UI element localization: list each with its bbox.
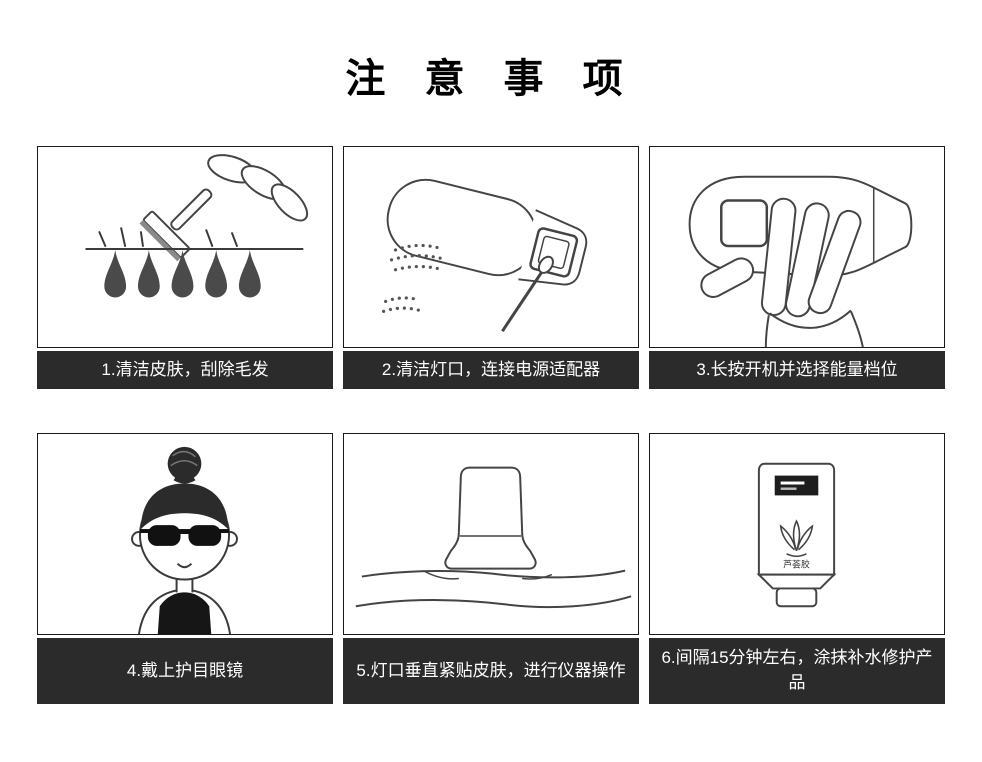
goggles: [139, 525, 230, 546]
step-2-illustration-box: [343, 146, 639, 348]
tube-brand-label: [774, 475, 819, 496]
moisturizer-tube-icon: 芦荟胶: [756, 462, 837, 608]
power-button: [720, 199, 769, 248]
step-3-caption: 3.长按开机并选择能量档位: [649, 351, 945, 389]
shoulder-right: [192, 589, 232, 634]
smile: [176, 562, 193, 569]
girl-wearing-goggles-icon: [131, 446, 238, 634]
step-3-illustration-box: [649, 146, 945, 348]
step-panel-4: 4.戴上护目眼镜: [37, 433, 333, 704]
step-1-caption: 1.清洁皮肤，刮除毛发: [37, 351, 333, 389]
device-flat-on-skin-icon: [355, 466, 632, 609]
cotton-swab-cleaning-lamp-icon: [382, 178, 588, 332]
device: [444, 466, 537, 570]
razor: [139, 188, 213, 262]
tank-top: [157, 592, 212, 634]
skin-surface: [355, 569, 632, 609]
hand-pressing-power-button-icon: [688, 175, 913, 347]
step-2-caption: 2.清洁灯口，连接电源适配器: [343, 351, 639, 389]
tube-label: 芦荟胶: [783, 559, 810, 570]
step-4-caption: 4.戴上护目眼镜: [37, 638, 333, 704]
step-6-illustration-box: 芦荟胶: [649, 433, 945, 635]
tube: 芦荟胶: [756, 462, 837, 608]
aloe-plant-icon: [779, 519, 814, 558]
fingers: [207, 154, 309, 222]
steps-grid: 1.清洁皮肤，刮除毛发: [37, 146, 945, 704]
step-panel-2: 2.清洁灯口，连接电源适配器: [343, 146, 639, 389]
step-1-illustration-box: [37, 146, 333, 348]
step-panel-3: 3.长按开机并选择能量档位: [649, 146, 945, 389]
hair-drops: [104, 249, 261, 298]
step-panel-1: 1.清洁皮肤，刮除毛发: [37, 146, 333, 389]
page-title: 注 意 事 项: [345, 57, 637, 101]
stubble: [98, 227, 238, 247]
shoulder-left: [137, 589, 177, 634]
cotton-swab: [501, 255, 554, 332]
ipl-device: [386, 178, 588, 286]
hand-fingers: [700, 197, 862, 318]
step-5-illustration-box: [343, 433, 639, 635]
step-6-caption: 6.间隔15分钟左右，涂抹补水修护产品: [649, 638, 945, 704]
wrist: [764, 309, 864, 347]
step-panel-6: 芦荟胶 6.间隔15分钟左右，涂抹补水修护产品: [649, 433, 945, 704]
hair: [140, 483, 229, 530]
razor-shaving-skin-icon: [85, 154, 309, 298]
step-panel-5: 5.灯口垂直紧贴皮肤，进行仪器操作: [343, 433, 639, 704]
step-5-caption: 5.灯口垂直紧贴皮肤，进行仪器操作: [343, 638, 639, 704]
step-4-illustration-box: [37, 433, 333, 635]
dotted-grip: [382, 243, 445, 313]
